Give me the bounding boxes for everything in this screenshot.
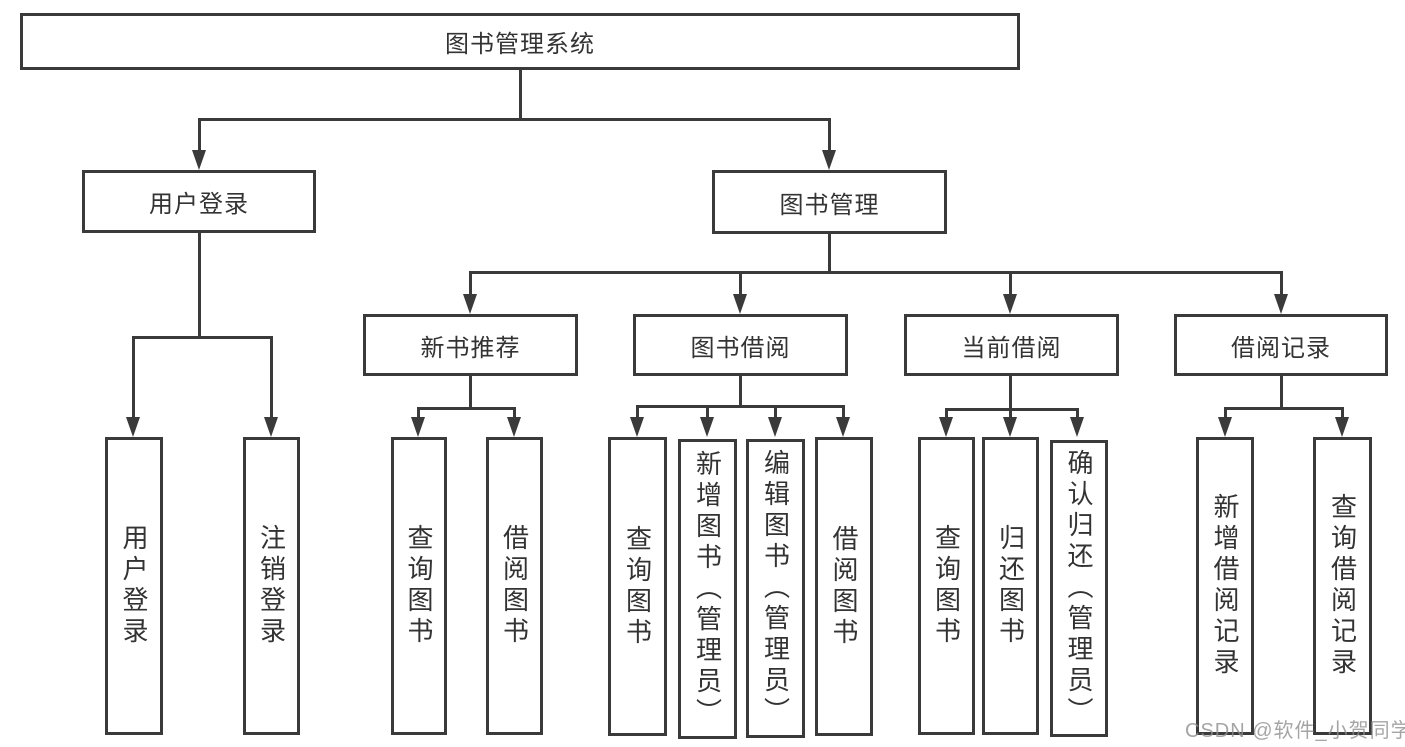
arrow-to-cb-query [939, 417, 953, 437]
connector-new-book-stem [469, 376, 472, 407]
connector-stub-cb-query [945, 408, 948, 417]
arrow-to-book-management [822, 150, 836, 170]
arrow-to-br-query [1335, 417, 1349, 437]
arrow-to-borrow-records [1274, 294, 1288, 314]
connector-stub-bb-edit [774, 405, 777, 417]
connector-stub-cb-return [1009, 408, 1012, 417]
node-label: 图书管理 [779, 191, 880, 219]
connector-book-management-rail [469, 271, 1283, 274]
arrow-to-br-add [1218, 417, 1232, 437]
connector-borrow-records-stem [1280, 376, 1283, 407]
connector-root-rail [198, 118, 831, 121]
node-book-borrow: 图书借阅 [633, 314, 848, 376]
node-book-management: 图书管理 [712, 170, 947, 234]
arrow-to-leaf-logout [264, 417, 278, 437]
connector-user-login-stem [198, 233, 201, 336]
connector-current-borrow-rail [945, 408, 1079, 411]
arrow-to-bb-query [630, 417, 644, 437]
arrow-to-new-book [463, 294, 477, 314]
node-new-book-recommend: 新书推荐 [363, 314, 578, 376]
connector-root-stem [519, 70, 522, 118]
node-leaf-logout: 注销登录 [243, 437, 300, 735]
connector-stub-cb-confirm [1076, 408, 1079, 417]
node-leaf-nb-query-books: 查询图书 [391, 437, 447, 735]
node-user-login-branch: 用户登录 [82, 170, 316, 233]
connector-book-management-stem [828, 234, 831, 271]
node-label: 借阅图书 [829, 524, 859, 649]
node-label: 图书管理系统 [445, 31, 595, 58]
node-label: 新增图书（管理员） [692, 449, 723, 729]
connector-stub-br-query [1341, 407, 1344, 417]
node-leaf-cb-query-books: 查询图书 [918, 437, 975, 735]
node-leaf-bb-add-books-admin: 新增图书（管理员） [678, 439, 737, 739]
connector-book-borrow-stem [739, 376, 742, 405]
node-label: 归还图书 [995, 524, 1026, 648]
connector-stub-borrow-records [1280, 271, 1283, 294]
node-label: 注销登录 [256, 524, 287, 648]
arrow-to-leaf-user-login [126, 417, 140, 437]
arrow-to-user-login [192, 150, 206, 170]
connector-stub-nb-borrow [513, 407, 516, 417]
connector-stub-new-book [469, 271, 472, 294]
node-label: 编辑图书（管理员） [760, 449, 791, 728]
node-label: 借阅图书 [499, 524, 530, 648]
arrow-to-book-borrow [733, 294, 747, 314]
node-label: 新增借阅记录 [1210, 493, 1240, 679]
node-leaf-bb-query-books: 查询图书 [608, 437, 667, 736]
node-label: 新书推荐 [420, 334, 521, 362]
node-label: 查询图书 [622, 524, 653, 649]
connector-stub-user-login [198, 118, 201, 150]
node-label: 借阅记录 [1231, 334, 1331, 362]
connector-borrow-records-rail [1224, 407, 1343, 410]
arrow-to-nb-query [411, 417, 425, 437]
connector-stub-br-add [1224, 407, 1227, 417]
connector-stub-bb-query [636, 405, 639, 417]
arrow-to-cb-return [1003, 417, 1017, 437]
connector-stub-leaf-logout [270, 336, 273, 417]
node-label: 确认归还（管理员） [1064, 449, 1094, 728]
connector-user-login-rail [133, 336, 273, 339]
node-label: 当前借阅 [961, 334, 1062, 362]
node-leaf-user-login: 用户登录 [105, 437, 163, 735]
node-label: 查询图书 [404, 524, 434, 648]
node-leaf-br-query-record: 查询借阅记录 [1313, 437, 1372, 735]
node-label: 用户登录 [149, 191, 249, 218]
arrow-to-current-borrow [1003, 294, 1017, 314]
node-label: 查询图书 [931, 524, 962, 648]
connector-stub-leaf-user-login [132, 336, 135, 417]
connector-stub-book-management [828, 118, 831, 150]
arrow-to-nb-borrow [507, 417, 521, 437]
node-label: 图书借阅 [690, 334, 791, 362]
node-current-borrow: 当前借阅 [904, 314, 1119, 376]
arrow-to-cb-confirm [1070, 417, 1084, 437]
node-leaf-nb-borrow-books: 借阅图书 [486, 437, 543, 735]
node-leaf-cb-return-books: 归还图书 [982, 437, 1039, 735]
connector-stub-bb-add [706, 405, 709, 417]
node-leaf-cb-confirm-return-admin: 确认归还（管理员） [1050, 440, 1108, 737]
node-library-management-system: 图书管理系统 [20, 13, 1020, 70]
node-label: 用户登录 [119, 524, 149, 648]
connector-current-borrow-stem [1009, 376, 1012, 408]
node-leaf-bb-borrow-books: 借阅图书 [815, 437, 873, 736]
node-leaf-bb-edit-books-admin: 编辑图书（管理员） [746, 439, 805, 738]
csdn-watermark: CSDN @软件_小贺同学 [1185, 720, 1405, 742]
connector-stub-bb-borrow [842, 405, 845, 417]
arrow-to-bb-borrow [836, 417, 850, 437]
arrow-to-bb-edit [768, 417, 782, 437]
connector-stub-book-borrow [739, 271, 742, 294]
connector-stub-nb-query [417, 407, 420, 417]
node-leaf-br-add-record: 新增借阅记录 [1196, 437, 1254, 735]
connector-book-borrow-rail [636, 405, 845, 408]
node-borrow-records: 借阅记录 [1174, 314, 1388, 376]
arrow-to-bb-add [700, 417, 714, 437]
connector-stub-current-borrow [1009, 271, 1012, 294]
connector-new-book-rail [418, 407, 515, 410]
node-label: 查询借阅记录 [1327, 493, 1358, 679]
